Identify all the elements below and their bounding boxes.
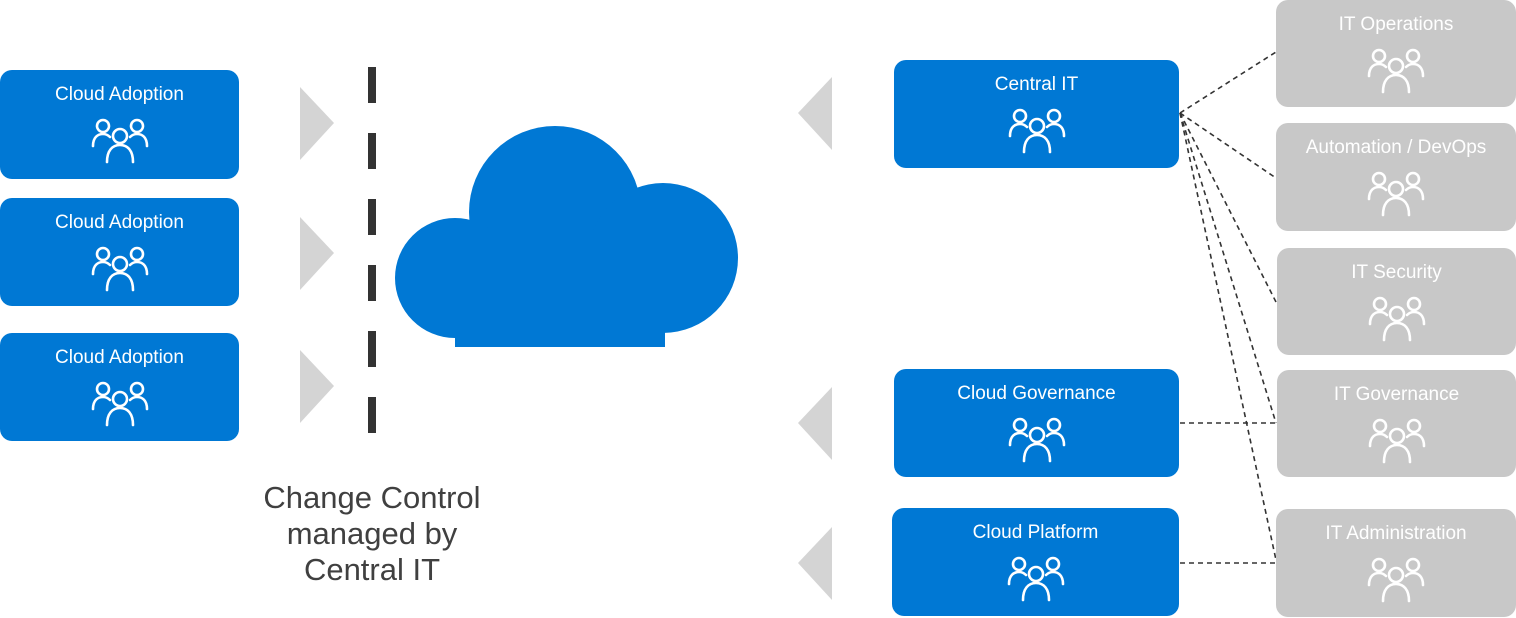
arrow-left-3 <box>798 527 832 600</box>
automation-devops-box: Automation / DevOps <box>1276 123 1516 231</box>
arrow-left-1 <box>798 77 832 150</box>
cloud-governance-box: Cloud Governance <box>894 369 1179 477</box>
team-label: Central IT <box>994 74 1079 95</box>
team-label: IT Governance <box>1333 384 1460 405</box>
cloud-adoption-box-1: Cloud Adoption <box>0 70 239 179</box>
team-label: Cloud Adoption <box>55 347 184 368</box>
connector-lines <box>1179 51 1277 564</box>
people-group-icon <box>1008 108 1065 154</box>
connector-central-to-governance <box>1179 112 1277 424</box>
people-group-icon <box>1367 557 1425 603</box>
team-label: Automation / DevOps <box>1305 137 1487 158</box>
cloud-platform-box: Cloud Platform <box>892 508 1179 616</box>
arrow-right-2 <box>300 217 334 290</box>
connector-central-to-security <box>1179 112 1277 303</box>
cloud-icon <box>395 126 738 347</box>
change-control-caption: Change Control managed by Central IT <box>222 480 522 588</box>
arrow-right-3 <box>300 350 334 423</box>
it-governance-box: IT Governance <box>1277 370 1516 477</box>
people-group-icon <box>1367 48 1425 94</box>
team-label: IT Operations <box>1338 14 1454 35</box>
people-group-icon <box>1367 171 1425 217</box>
team-label: Cloud Adoption <box>55 212 184 233</box>
people-group-icon <box>1368 296 1425 342</box>
people-group-icon <box>1368 418 1425 464</box>
it-administration-box: IT Administration <box>1276 509 1516 617</box>
it-security-box: IT Security <box>1277 248 1516 355</box>
arrow-right-1 <box>300 87 334 160</box>
arrow-left-2 <box>798 387 832 460</box>
team-label: Cloud Governance <box>957 383 1116 404</box>
connector-central-to-devops <box>1179 112 1277 179</box>
caption-line-2: managed by <box>286 516 458 551</box>
team-label: IT Administration <box>1325 523 1467 544</box>
people-group-icon <box>91 118 148 164</box>
people-group-icon <box>1008 417 1065 463</box>
it-operations-box: IT Operations <box>1276 0 1516 107</box>
people-group-icon <box>91 381 148 427</box>
people-group-icon <box>1007 556 1064 602</box>
team-label: Cloud Platform <box>972 522 1099 543</box>
team-label: Cloud Adoption <box>55 84 184 105</box>
team-label: IT Security <box>1351 262 1442 283</box>
people-group-icon <box>91 246 148 292</box>
central-it-box: Central IT <box>894 60 1179 168</box>
cloud-adoption-box-2: Cloud Adoption <box>0 198 239 306</box>
connector-central-to-administration <box>1179 112 1277 561</box>
cloud-adoption-box-3: Cloud Adoption <box>0 333 239 441</box>
caption-line-1: Change Control <box>263 480 481 515</box>
connector-central-to-operations <box>1179 51 1277 114</box>
caption-line-3: Central IT <box>303 552 441 587</box>
